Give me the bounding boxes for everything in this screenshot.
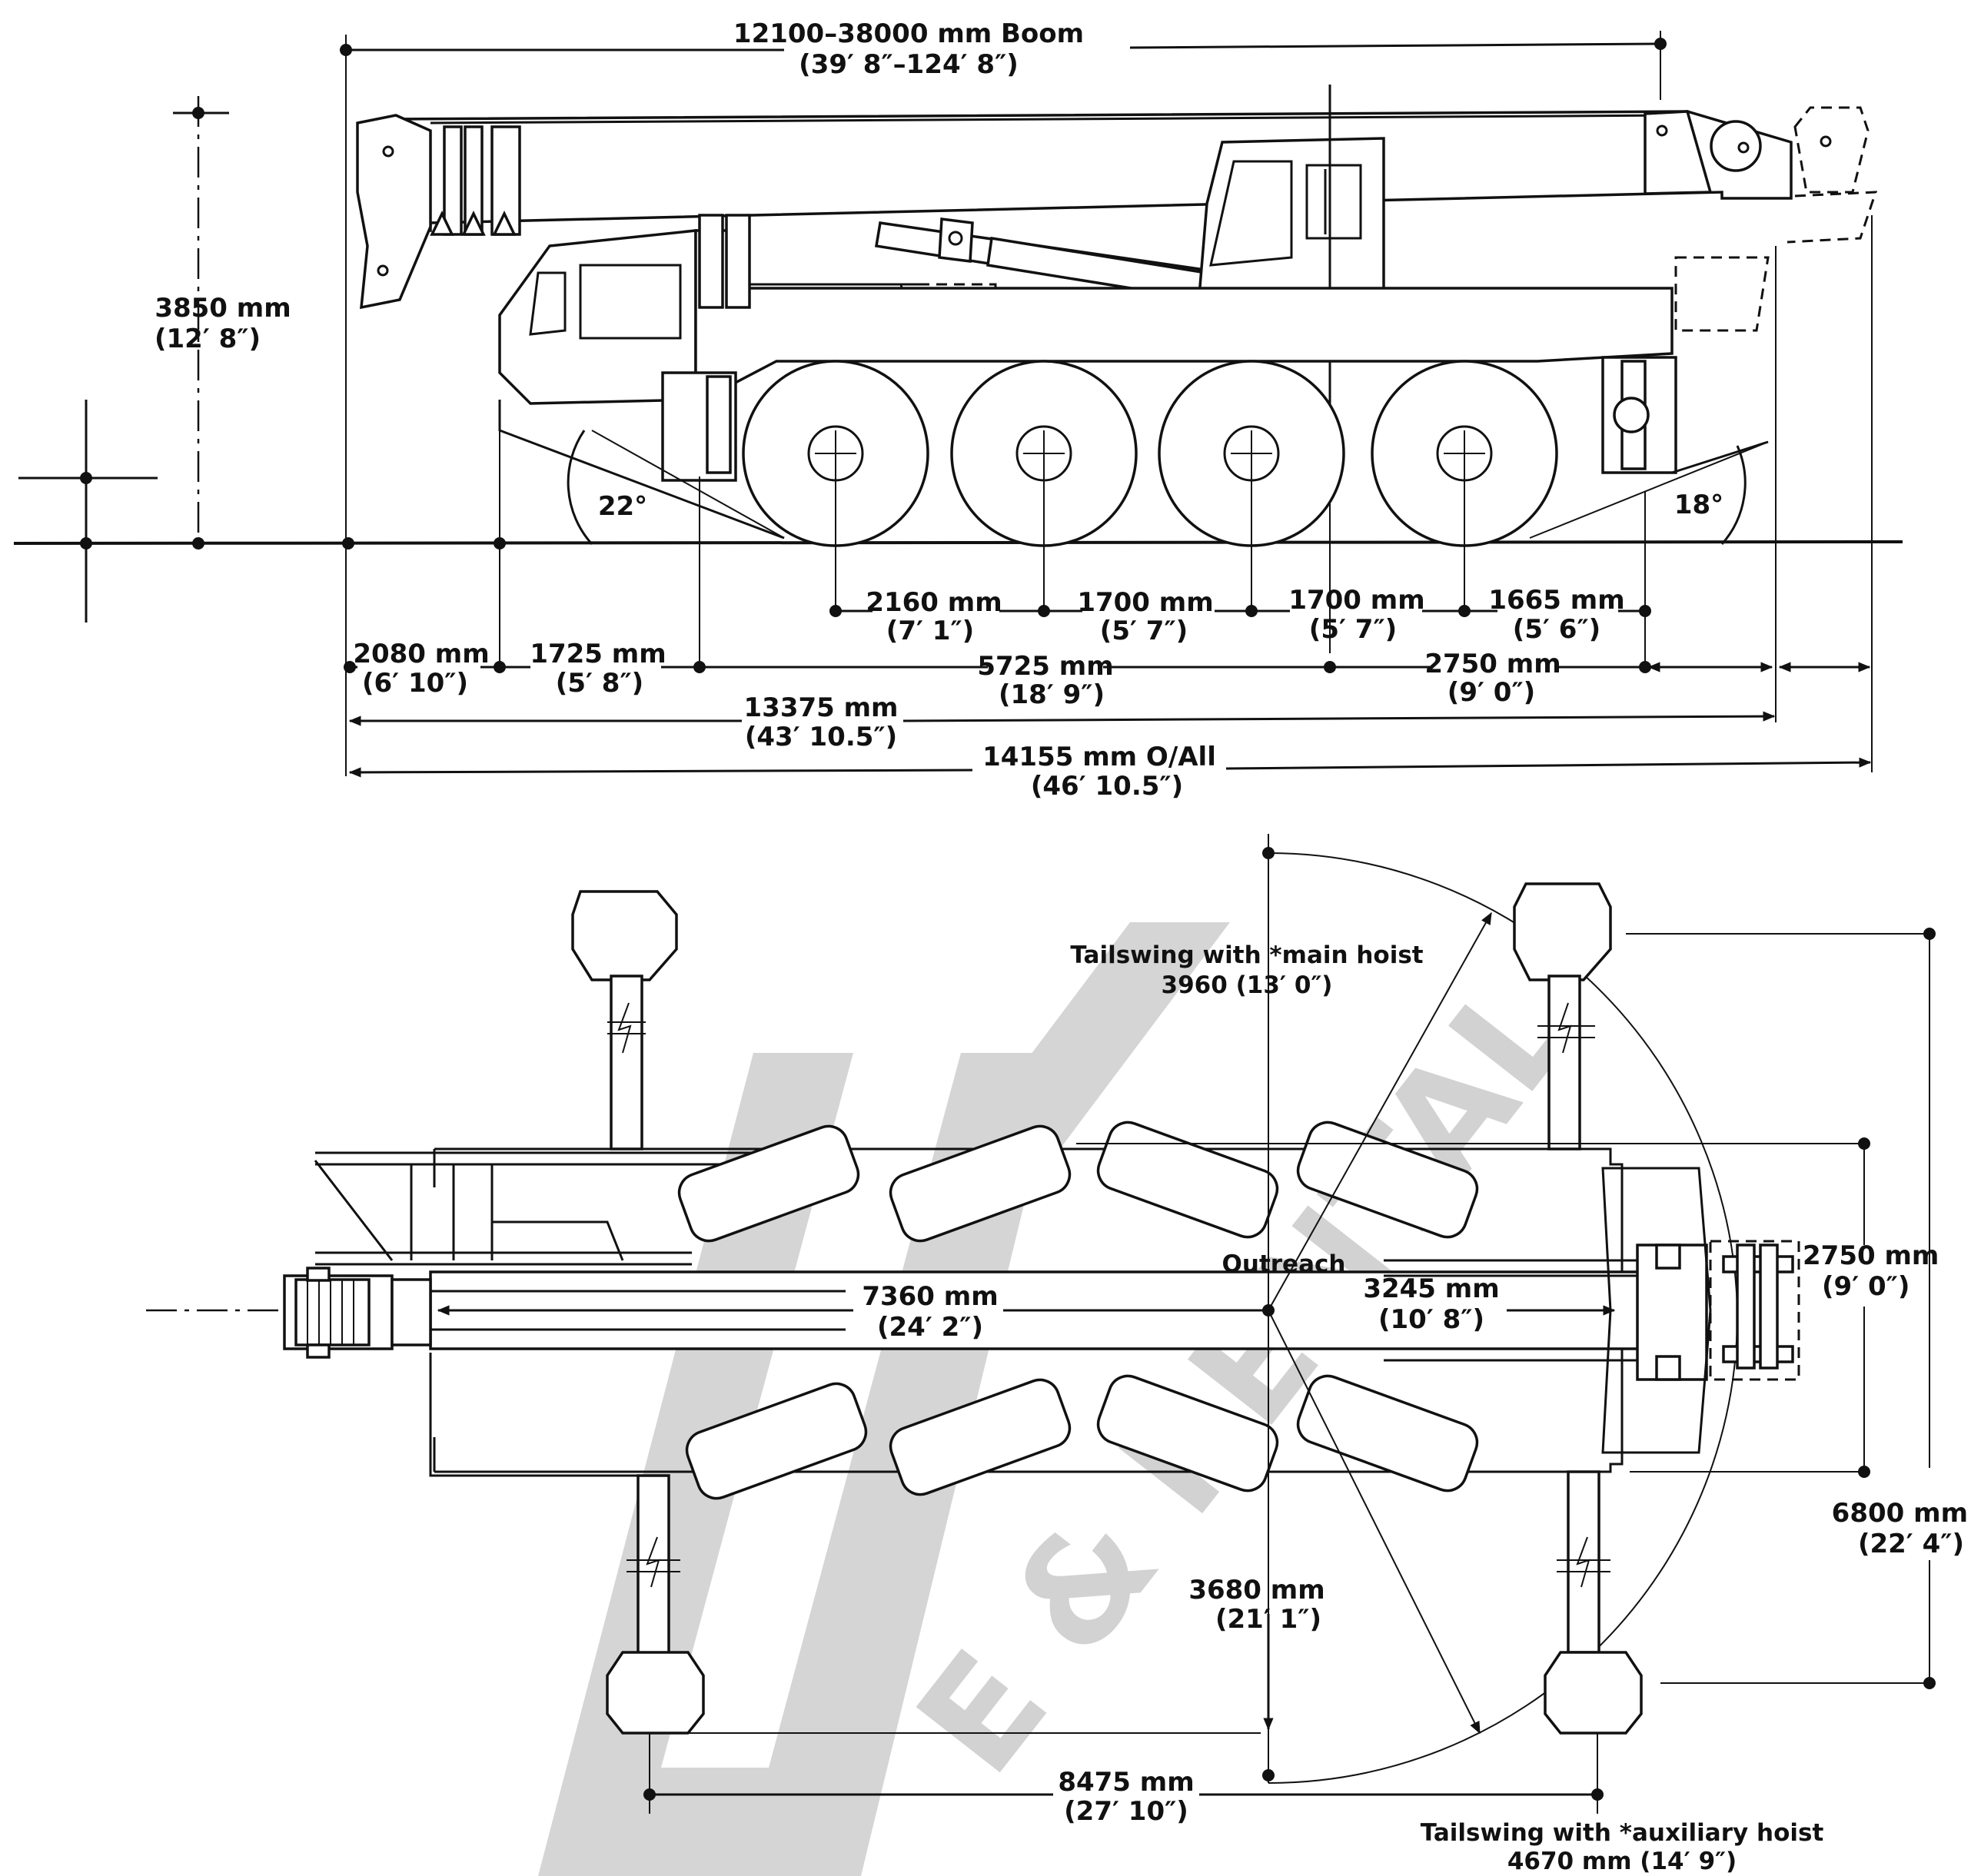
carrier-length-label: 13375 mm	[744, 692, 899, 723]
outrigger-spread-label: 6800 mm	[1832, 1498, 1968, 1529]
axle-4-outrigger-label-imperial: (5′ 6″)	[1513, 614, 1600, 645]
axle-2-3-label-imperial: (5′ 7″)	[1100, 616, 1188, 646]
boom-head	[356, 114, 432, 310]
rear-reach-label: 3245 mm	[1363, 1273, 1499, 1304]
tire-top-2	[889, 1124, 1072, 1243]
outrigger-base-label: 5725 mm	[977, 651, 1113, 682]
axle-3-4-label-imperial: (5′ 7″)	[1309, 614, 1397, 645]
axle-3-4-label: 1700 mm	[1288, 585, 1424, 616]
front-outrigger-label-imperial: (5′ 8″)	[556, 668, 643, 699]
outrigger-spread-label-imperial: (22′ 4″)	[1858, 1529, 1964, 1559]
front-reach-label: 7360 mm	[862, 1281, 998, 1312]
tire-bottom-4	[1296, 1374, 1479, 1492]
front-outrigger-label: 1725 mm	[530, 639, 666, 669]
front-angle-label: 22°	[598, 491, 647, 522]
wheel-2	[950, 360, 1138, 547]
front-overhang-label: 2080 mm	[353, 639, 489, 669]
half-spread-label: 3680 mm	[1188, 1575, 1325, 1605]
outrigger-front-top	[571, 890, 678, 1151]
watermark-logo-shape-2	[922, 922, 1230, 1199]
top-view: Tailswing with *main hoist 3960 (13′ 0″)…	[146, 834, 1968, 1875]
tire-bottom-3	[1096, 1374, 1279, 1492]
tailswing-main-value: 3960 (13′ 0″)	[1162, 971, 1333, 999]
tire-top-3	[1096, 1121, 1279, 1239]
outrigger-base-label-imperial: (18′ 9″)	[999, 679, 1105, 710]
tire-bottom-2	[889, 1378, 1072, 1496]
boom-length-label-imperial: (39′ 8″–124′ 8″)	[799, 49, 1019, 80]
axle-4-outrigger-label: 1665 mm	[1488, 585, 1624, 616]
boom	[383, 110, 1793, 232]
outrigger-length-label: 8475 mm	[1058, 1767, 1194, 1798]
tire-top-4	[1296, 1121, 1479, 1239]
axle-1-2-label: 2160 mm	[866, 587, 1002, 618]
carrier-length-label-imperial: (43′ 10.5″)	[745, 722, 897, 752]
side-view: 12100–38000 mm Boom (39′ 8″–124′ 8″) 385…	[13, 18, 1903, 802]
outrigger-front-bottom	[606, 1474, 705, 1735]
boom-length-label: 12100–38000 mm Boom	[733, 18, 1084, 49]
outrigger-length-label-imperial: (27′ 10″)	[1064, 1796, 1188, 1827]
rear-width-label: 2750 mm	[1803, 1240, 1939, 1271]
rear-section-label-imperial: (9′ 0″)	[1448, 677, 1535, 708]
height-label-imperial: (12′ 8″)	[155, 324, 261, 354]
rear-reach-label-imperial: (10′ 8″)	[1378, 1304, 1484, 1335]
outrigger-rear-top	[1513, 882, 1612, 1151]
overall-length-label-imperial: (46′ 10.5″)	[1031, 771, 1183, 802]
outreach-label: Outreach	[1222, 1250, 1346, 1278]
front-reach-label-imperial: (24′ 2″)	[877, 1312, 983, 1343]
overall-length-label: 14155 mm O/All	[982, 742, 1216, 772]
outrigger-rear-bottom	[1544, 1470, 1643, 1735]
front-overhang-label-imperial: (6′ 10″)	[362, 668, 468, 699]
rear-section-label: 2750 mm	[1424, 649, 1561, 679]
ground-line	[13, 540, 1903, 545]
rear-angle-label: 18°	[1674, 490, 1723, 520]
axle-1-2-label-imperial: (7′ 1″)	[886, 616, 974, 646]
height-label: 3850 mm	[155, 293, 291, 324]
tailswing-aux-value: 4670 mm (14′ 9″)	[1507, 1848, 1737, 1875]
tailswing-main-label: Tailswing with *main hoist	[1070, 941, 1423, 969]
tire-top-1	[677, 1124, 860, 1243]
axle-2-3-label: 1700 mm	[1077, 587, 1213, 618]
rear-width-label-imperial: (9′ 0″)	[1822, 1271, 1910, 1302]
tailswing-aux-label: Tailswing with *auxiliary hoist	[1421, 1819, 1824, 1847]
tire-bottom-1	[685, 1382, 868, 1500]
half-spread-label-imperial: (21′ 1″)	[1215, 1604, 1321, 1635]
